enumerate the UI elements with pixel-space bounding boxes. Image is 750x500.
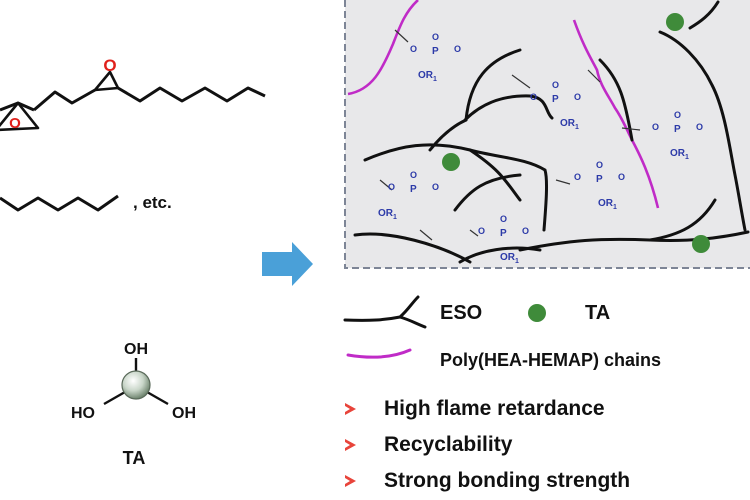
phosphate-o-label: O: [410, 44, 417, 54]
phosphate-groups: O O P O OR1 O O P O OR1 O O P O OR1 O O …: [378, 32, 703, 265]
epoxide-o-label-small: O: [9, 115, 21, 132]
alkyl-chain: [0, 194, 119, 212]
phosphate-o-label: O: [454, 44, 461, 54]
phosphate-p-label: P: [596, 174, 603, 185]
phosphate-o-label: O: [618, 172, 625, 182]
phosphate-o-label: O: [432, 182, 439, 192]
eso-legend-icon: [343, 295, 427, 329]
ta-legend-label: TA: [585, 302, 611, 324]
ta-dot: [442, 153, 460, 171]
reaction-arrow-icon: [262, 242, 313, 286]
network-content: [347, 0, 750, 264]
phosphate-group: O O P O OR1: [410, 32, 461, 83]
bullet-arrow-icon: [345, 439, 356, 451]
phosphate-o-label: O: [530, 92, 537, 102]
phosphate-o-label: O: [522, 226, 529, 236]
phosphate-or-label: OR1: [598, 198, 617, 211]
phosphate-o-label: O: [596, 160, 603, 170]
poly-chain-1: [347, 0, 419, 96]
feature-recyclability: Recyclability: [345, 433, 512, 457]
phosphate-p-label: P: [552, 94, 559, 105]
phosphate-o-label: O: [500, 214, 507, 224]
phosphate-o-label: O: [410, 170, 417, 180]
phosphate-o-label: O: [696, 122, 703, 132]
phosphate-p-label: P: [410, 184, 417, 195]
phosphate-group: O O P O OR1: [378, 170, 439, 221]
eso-molecule: [0, 70, 266, 132]
phosphate-or-label: OR1: [418, 70, 437, 83]
epoxide-o-label: O: [103, 56, 116, 75]
phosphate-o-label: O: [652, 122, 659, 132]
ta-dot: [692, 235, 710, 253]
etc-label: , etc.: [133, 193, 172, 212]
ta-molecule: [103, 358, 169, 406]
phosphate-o-label: O: [432, 32, 439, 42]
ta-sphere-icon: [121, 370, 151, 400]
poly-chain-legend-icon: [346, 348, 412, 359]
phosphate-or-label: OR1: [500, 252, 519, 265]
poly-chain-legend-label: Poly(HEA-HEMAP) chains: [440, 350, 662, 370]
ta-name: TA: [123, 448, 146, 468]
feature-label: High flame retardance: [384, 397, 605, 420]
feature-label: Strong bonding strength: [384, 469, 631, 492]
phosphate-group: O O P O OR1: [652, 110, 703, 161]
phosphate-or-label: OR1: [670, 148, 689, 161]
phosphate-p-label: P: [500, 228, 507, 239]
phosphate-o-label: O: [674, 110, 681, 120]
phosphate-p-label: P: [674, 124, 681, 135]
bullet-arrow-icon: [345, 475, 356, 487]
phosphate-o-label: O: [574, 172, 581, 182]
phosphate-o-label: O: [574, 92, 581, 102]
ta-legend-dot-icon: [528, 304, 546, 322]
phosphate-group: O O P O OR1: [574, 160, 625, 211]
phosphate-or-label: OR1: [378, 208, 397, 221]
poly-chain-2: [572, 19, 660, 209]
phosphate-o-label: O: [552, 80, 559, 90]
eso-legend-label: ESO: [440, 302, 483, 324]
feature-bonding-strength: Strong bonding strength: [345, 469, 630, 493]
ta-oh-left: HO: [71, 405, 95, 422]
ta-oh-top: OH: [124, 341, 148, 358]
feature-label: Recyclability: [384, 433, 513, 456]
phosphate-o-label: O: [478, 226, 485, 236]
ta-dot: [666, 13, 684, 31]
ta-oh-right: OH: [172, 405, 196, 422]
phosphate-p-label: P: [432, 46, 439, 57]
bullet-arrow-icon: [345, 403, 356, 415]
phosphate-group: O O P O OR1: [478, 214, 529, 265]
phosphate-or-label: OR1: [560, 118, 579, 131]
phosphate-o-label: O: [388, 182, 395, 192]
feature-flame-retardance: High flame retardance: [345, 397, 605, 421]
phosphate-group: O O P O OR1: [530, 80, 581, 131]
